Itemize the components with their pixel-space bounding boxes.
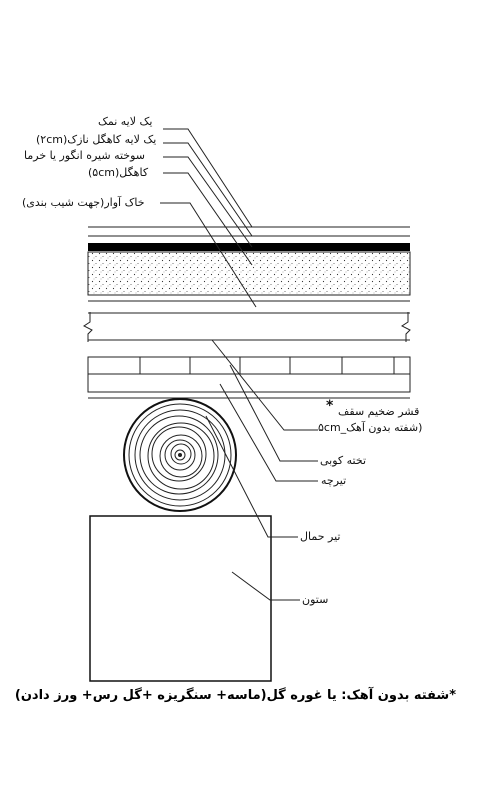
kahgel-layer (87, 251, 411, 296)
leader-syrup (163, 156, 253, 248)
break-mark-left (83, 312, 93, 342)
grape-syrup-layer (88, 243, 410, 251)
leader-earth (160, 202, 257, 308)
label-kahgel: کاهگل(۵cm) (88, 166, 149, 179)
column (89, 515, 272, 682)
label-thin-kahgel: یک لایه کاهگل نازک(۲cm) (36, 133, 157, 146)
leader-joist (219, 383, 318, 482)
footnote: *شفته بدون آهک: یا غوره گل(ماسه+ سنگریزه… (14, 688, 456, 703)
leader-kahgel (163, 172, 253, 266)
label-planking: تخته کوبی (320, 454, 367, 467)
joist-layer (87, 373, 411, 393)
leader-thin-kahgel (163, 142, 253, 237)
label-star: * (326, 398, 334, 414)
label-thick-layer-1: قشر ضخیم سقف (338, 405, 420, 418)
leader-salt (163, 128, 253, 228)
label-thick-layer-2: (شفته بدون آهک_۵cm (318, 421, 423, 434)
label-joist: تیرچه (321, 474, 347, 487)
leader-thick-layer (211, 339, 318, 431)
leader-beam (205, 415, 298, 538)
label-column: ستون (302, 593, 329, 606)
break-mark-right (401, 312, 411, 342)
beam-log (123, 398, 237, 512)
label-beam: تیر حمال (300, 530, 341, 543)
leader-planking (229, 364, 318, 462)
label-salt-layer: یک لایه نمک (98, 115, 153, 128)
label-earth-fill: خاک آوار(جهت شیب بندی) (22, 196, 145, 209)
label-grape-syrup: سوخته شیره انگور یا خرما (24, 149, 145, 162)
leader-column (231, 571, 300, 601)
planking-layer (87, 356, 411, 375)
